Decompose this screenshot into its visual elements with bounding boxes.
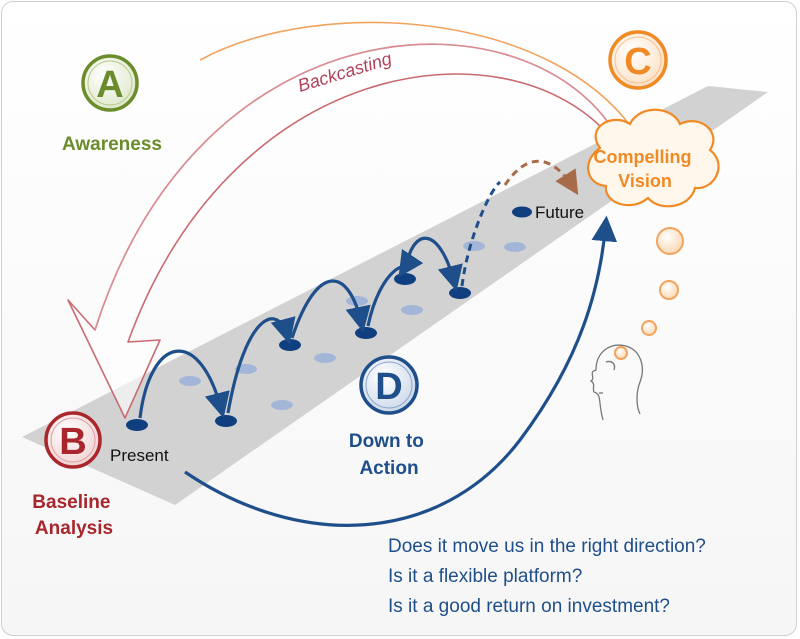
step-a-badge: A bbox=[81, 54, 139, 112]
step-b-letter: B bbox=[59, 421, 86, 463]
hop-arrows bbox=[138, 236, 463, 419]
step-d-letter: D bbox=[375, 366, 402, 408]
step-c-badge: C bbox=[608, 30, 668, 90]
thought-bubbles bbox=[614, 227, 684, 360]
hop-arrows-dashed bbox=[460, 159, 579, 287]
present-label: Present bbox=[110, 446, 169, 465]
step-b-label: Baseline Analysis bbox=[32, 492, 115, 539]
step-a-letter: A bbox=[96, 64, 123, 106]
vision-cloud bbox=[587, 108, 720, 208]
step-d-label-line-2: Action bbox=[359, 458, 418, 479]
step-c-label: Compelling Vision bbox=[593, 147, 696, 191]
vision-arc bbox=[199, 21, 641, 141]
step-d-label-line-1: Down to bbox=[349, 431, 424, 452]
backcasting-arrow bbox=[67, 43, 613, 419]
step-d-badge: D bbox=[359, 355, 419, 415]
step-c-label-line-2: Vision bbox=[618, 171, 672, 191]
step-c-letter: C bbox=[624, 41, 651, 83]
step-c-label-line-1: Compelling bbox=[593, 147, 691, 167]
step-a-label: Awareness bbox=[62, 134, 162, 155]
step-b-label-line-1: Baseline bbox=[32, 492, 110, 513]
question-return: Is it a good return on investment? bbox=[388, 596, 670, 617]
question-direction: Does it move us in the right direction? bbox=[388, 536, 706, 557]
step-b-badge: B bbox=[44, 411, 102, 469]
question-flexible: Is it a flexible platform? bbox=[388, 566, 583, 587]
step-d-label: Down to Action bbox=[349, 431, 429, 479]
thinking-head-icon bbox=[589, 344, 643, 421]
step-b-label-line-2: Analysis bbox=[35, 518, 113, 539]
action-arrow bbox=[184, 215, 618, 527]
future-label: Future bbox=[535, 203, 584, 222]
